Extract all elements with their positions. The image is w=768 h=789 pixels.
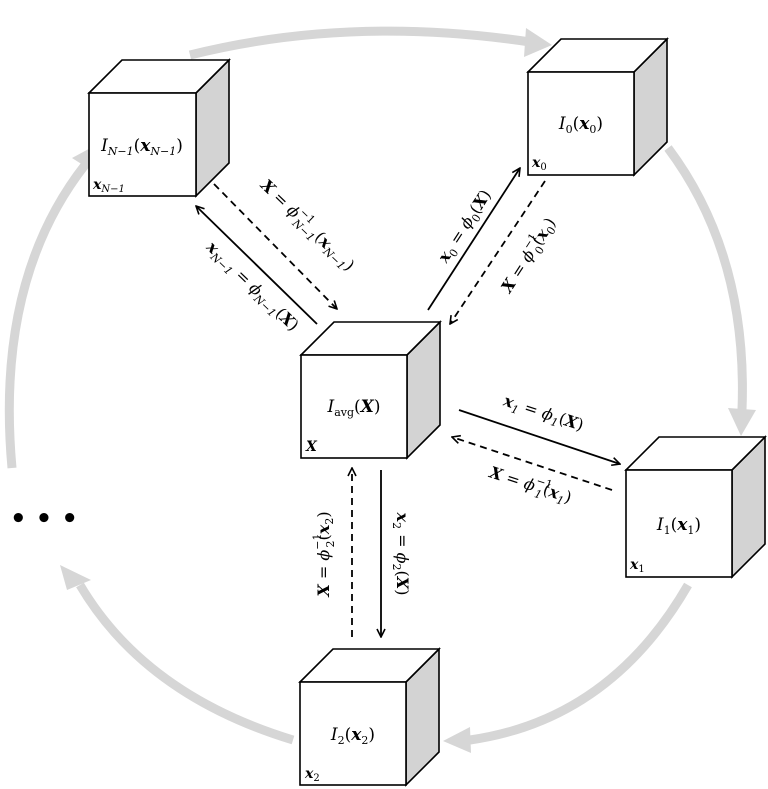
- cycle-arc-right: [664, 145, 747, 411]
- label-from-one: X = ϕ−11(x1): [485, 459, 575, 510]
- label-to-prev: xN−1 = ϕN−1(X): [200, 237, 303, 337]
- cube-zero-corner-label: x0: [531, 155, 547, 173]
- cube-avg-corner-label: X: [305, 439, 318, 455]
- cube-two-image-label: I2(x2): [330, 725, 375, 747]
- cube-one: I1(x1) x1: [624, 435, 767, 579]
- cycle-ring: [4, 26, 756, 753]
- cube-prev-front: [88, 92, 197, 197]
- arrow-zero-to-avg: [450, 180, 546, 324]
- cube-avg-front: [300, 354, 408, 459]
- label-from-prev: X = ϕ−1N−1(xN−1): [254, 173, 361, 278]
- cube-avg-image-label: Iavg(X): [326, 397, 380, 419]
- cube-zero-image-label: I0(x0): [558, 114, 603, 136]
- cube-one-corner-label: x1: [629, 557, 645, 575]
- cycle-arc-lower-right: [469, 582, 692, 745]
- cube-zero-front: [527, 71, 635, 176]
- arrow-prev-to-avg: [213, 183, 337, 309]
- cycle-arrowhead-bottom-left: [60, 565, 91, 590]
- cube-zero: I0(x0) x0: [526, 37, 669, 177]
- cube-two: I2(x2) x2: [298, 647, 441, 787]
- cycle-arc-bottom-left: [76, 582, 295, 745]
- label-to-one: x1 = ϕ1(X): [499, 391, 586, 438]
- arrow-avg-to-zero: [427, 168, 520, 311]
- cube-two-corner-label: x2: [304, 766, 320, 784]
- ellipsis-label: • • •: [10, 504, 78, 534]
- arrow-one-to-avg: [452, 437, 613, 491]
- cycle-arrowhead-top: [524, 28, 552, 57]
- cube-one-front: [625, 469, 733, 578]
- cycle-arrowhead-lower-right: [443, 727, 471, 753]
- cube-prev-image-label: IN−1(xN−1): [100, 136, 183, 158]
- cycle-arc-top: [188, 26, 531, 60]
- cube-one-image-label: I1(x1): [656, 515, 701, 537]
- label-from-zero: X = ϕ−10(x0): [494, 212, 563, 298]
- label-to-zero: x0 = ϕ0(X): [433, 186, 497, 268]
- arrow-avg-to-prev: [196, 206, 318, 325]
- cycle-arrowhead-right: [728, 408, 756, 436]
- cycle-arc-left: [4, 162, 89, 469]
- label-to-two: x2 = ϕ2(X): [390, 512, 412, 596]
- cube-prev-corner-label: xN−1: [92, 177, 125, 195]
- cube-two-front: [299, 681, 407, 786]
- label-from-two: X = ϕ−12(x2): [311, 511, 337, 597]
- cube-avg: Iavg(X) X: [299, 320, 442, 460]
- arrow-avg-to-one: [458, 409, 620, 464]
- cube-prev: IN−1(xN−1) xN−1: [87, 58, 231, 198]
